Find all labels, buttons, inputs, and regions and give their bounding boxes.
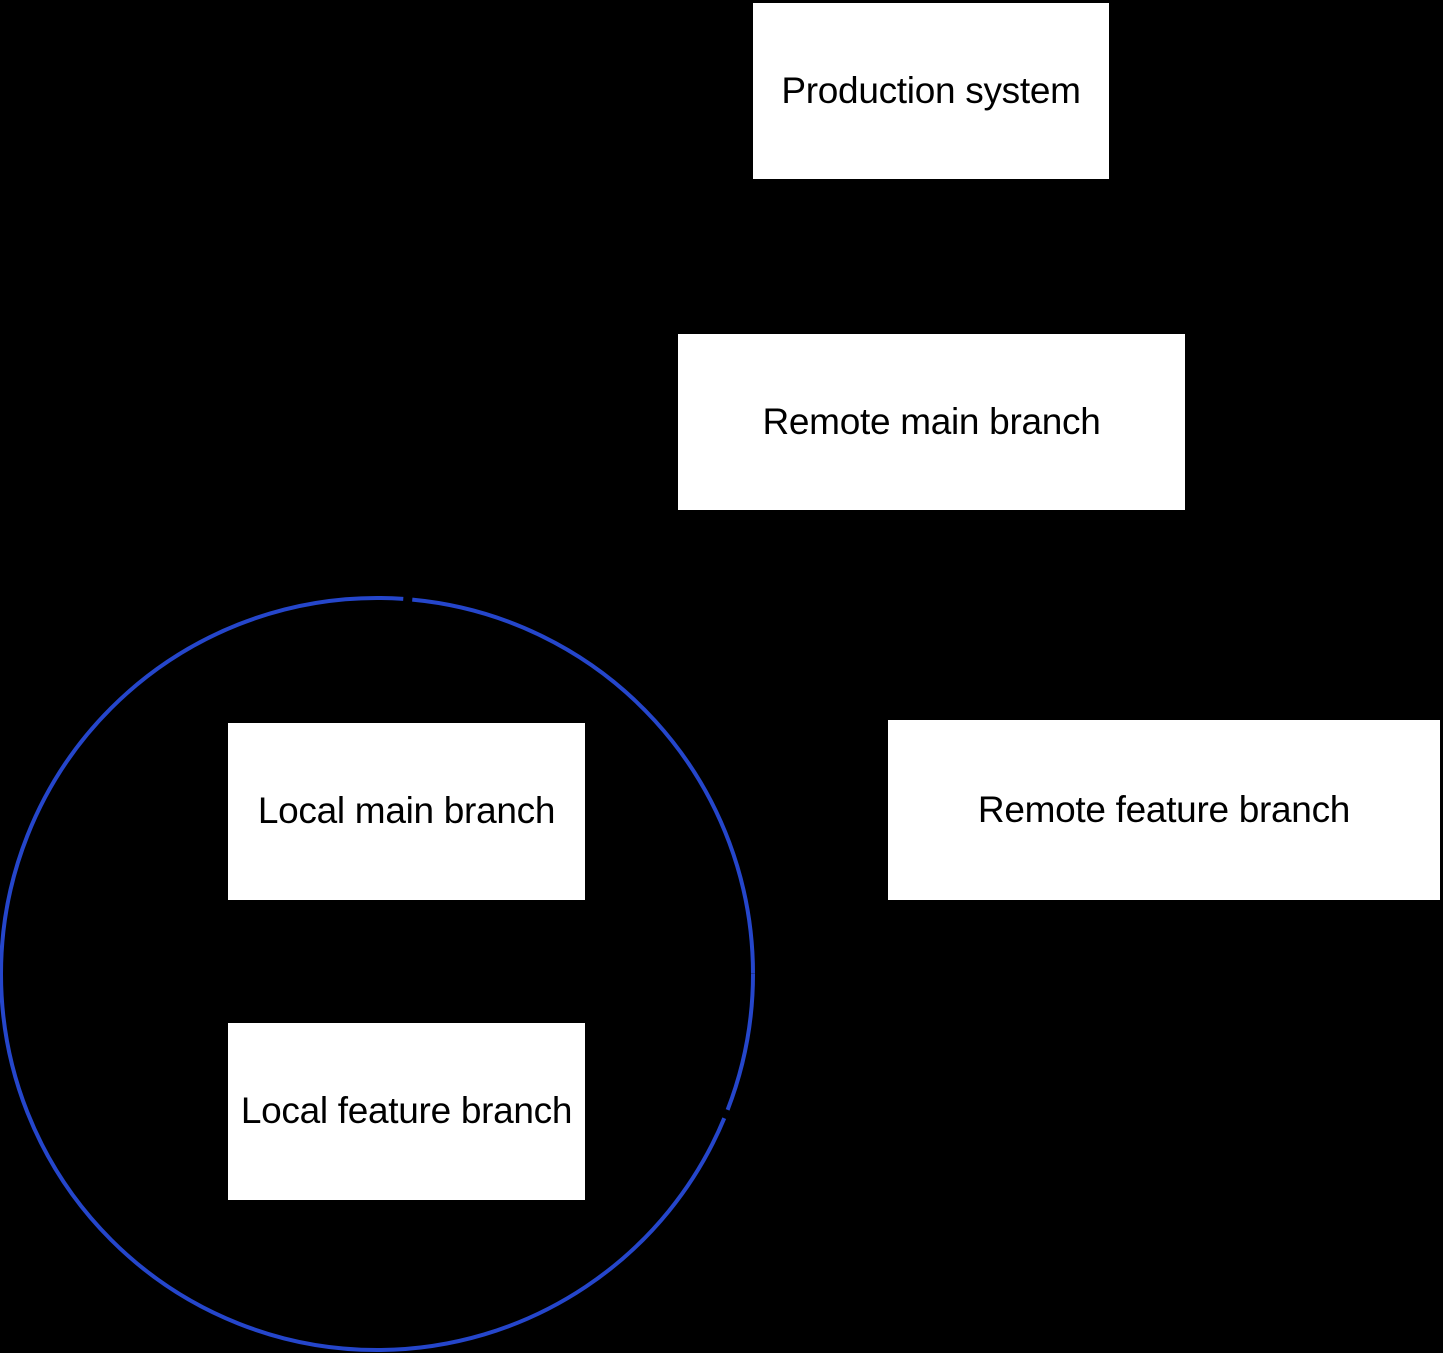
node-remote-feature-branch: Remote feature branch	[888, 720, 1440, 900]
node-local-feature-branch-label: Local feature branch	[240, 1090, 573, 1132]
node-production-system: Production system	[753, 3, 1109, 179]
node-remote-main-branch: Remote main branch	[678, 334, 1185, 510]
node-production-system-label: Production system	[781, 69, 1081, 111]
local-machine-circle	[0, 596, 755, 1352]
node-local-main-branch: Local main branch	[228, 723, 585, 900]
node-remote-feature-branch-label: Remote feature branch	[977, 788, 1351, 830]
node-remote-main-branch-label: Remote main branch	[762, 400, 1101, 442]
node-local-feature-branch: Local feature branch	[228, 1023, 585, 1200]
node-local-main-branch-label: Local main branch	[257, 790, 556, 832]
